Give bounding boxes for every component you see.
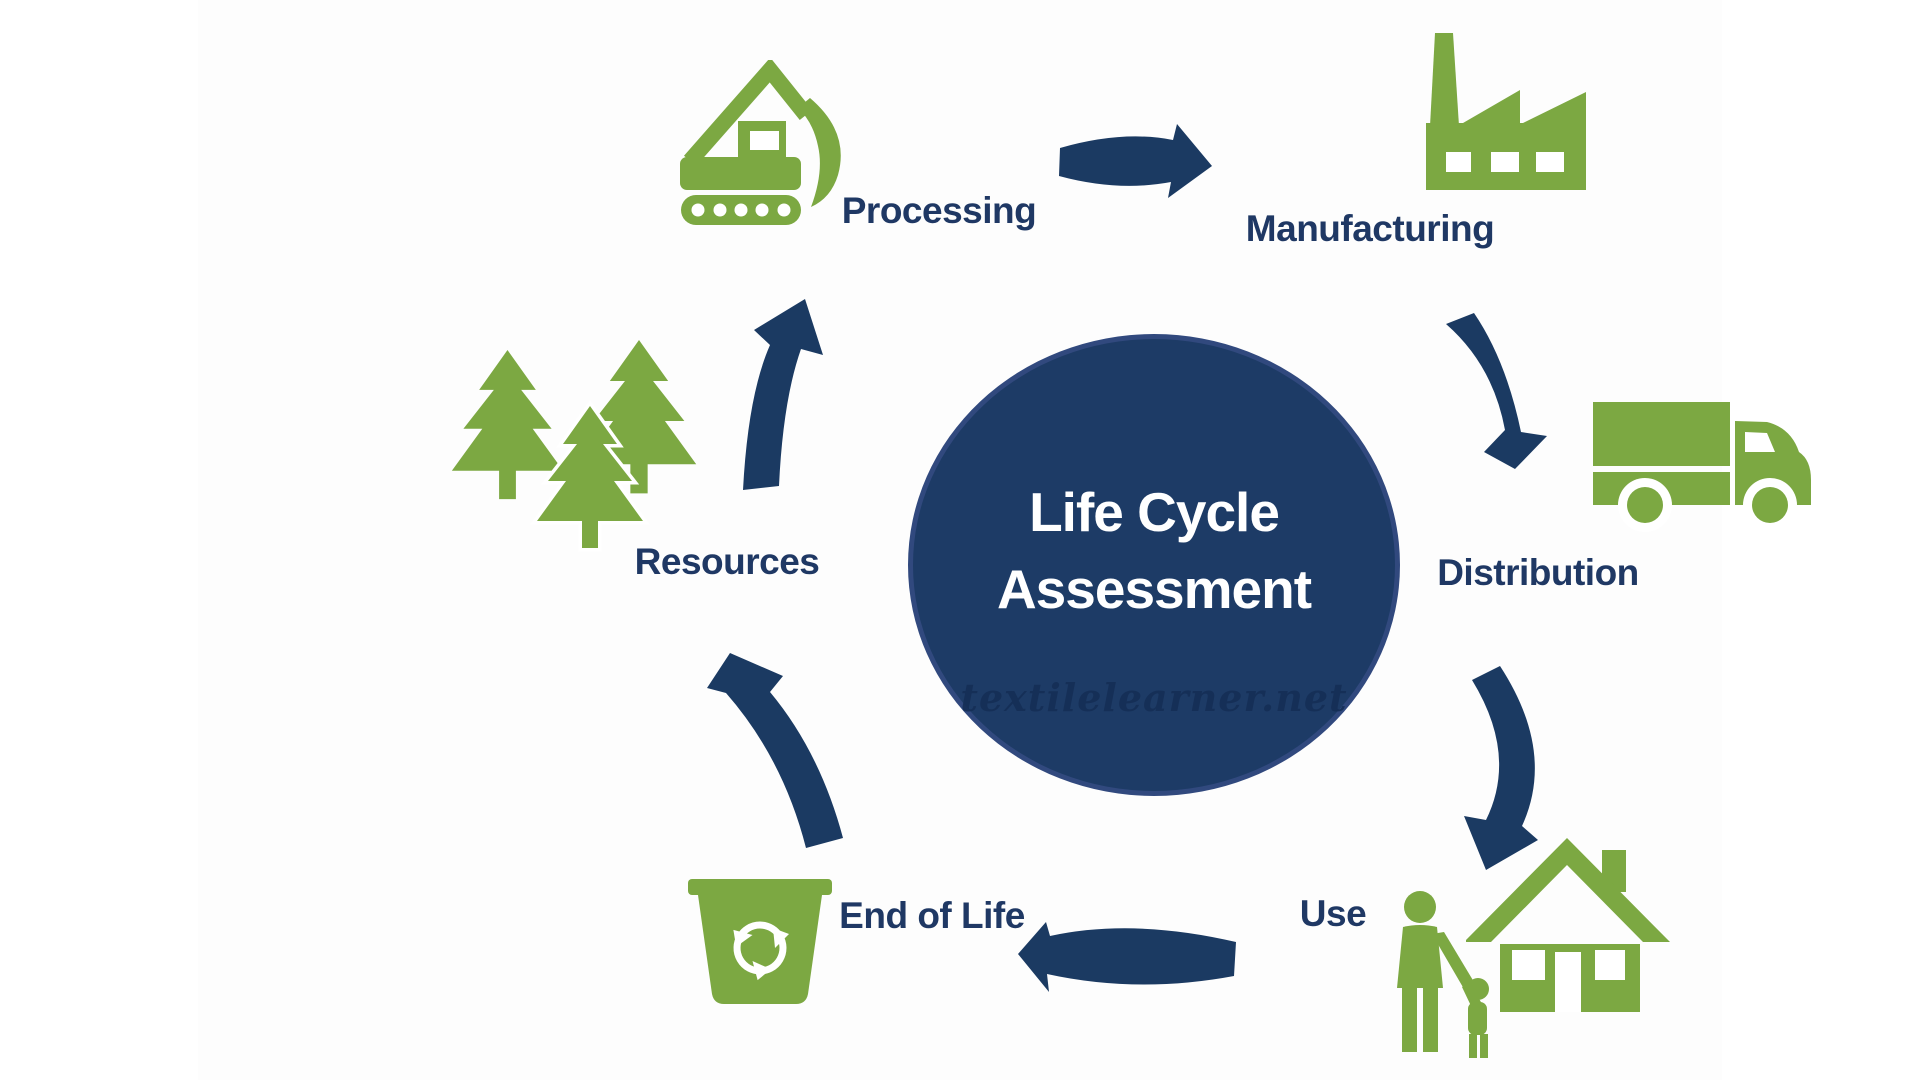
- pine-trees-icon: [451, 340, 697, 552]
- arrow-resources-to-processing: [743, 299, 823, 490]
- lca-diagram-image: Processing Manufacturing Distribution: [198, 0, 1811, 1080]
- lca-center-circle: Life Cycle Assessment textilelearner.net: [908, 334, 1400, 796]
- lca-title-line2: Assessment: [996, 558, 1312, 620]
- factory-icon: [1426, 33, 1586, 190]
- excavator-icon: [680, 60, 841, 225]
- arrow-processing-to-manufacturing: [1059, 124, 1212, 198]
- house-icon: [1466, 838, 1670, 1012]
- lca-title-line1: Life Cycle: [1029, 481, 1280, 543]
- lca-title: Life Cycle Assessment: [996, 474, 1312, 628]
- stage-label-processing: Processing: [841, 190, 1037, 231]
- delivery-truck-icon: [1593, 402, 1811, 532]
- stage-label-use: Use: [1299, 893, 1367, 934]
- recycle-arrows-glyph: [733, 921, 789, 981]
- person-child-icon: [1397, 891, 1489, 1058]
- stage-label-resources: Resources: [634, 541, 820, 582]
- arrow-manufacturing-to-distribution: [1446, 313, 1547, 469]
- arrow-end-of-life-to-resources: [707, 653, 843, 848]
- watermark-text: textilelearner.net: [960, 675, 1348, 720]
- stage-label-manufacturing: Manufacturing: [1245, 208, 1495, 249]
- stage-label-distribution: Distribution: [1437, 552, 1639, 593]
- stage-label-end-of-life: End of Life: [839, 895, 1025, 936]
- arrow-use-to-end-of-life: [1018, 922, 1236, 992]
- recycle-bin-icon: [688, 879, 832, 1004]
